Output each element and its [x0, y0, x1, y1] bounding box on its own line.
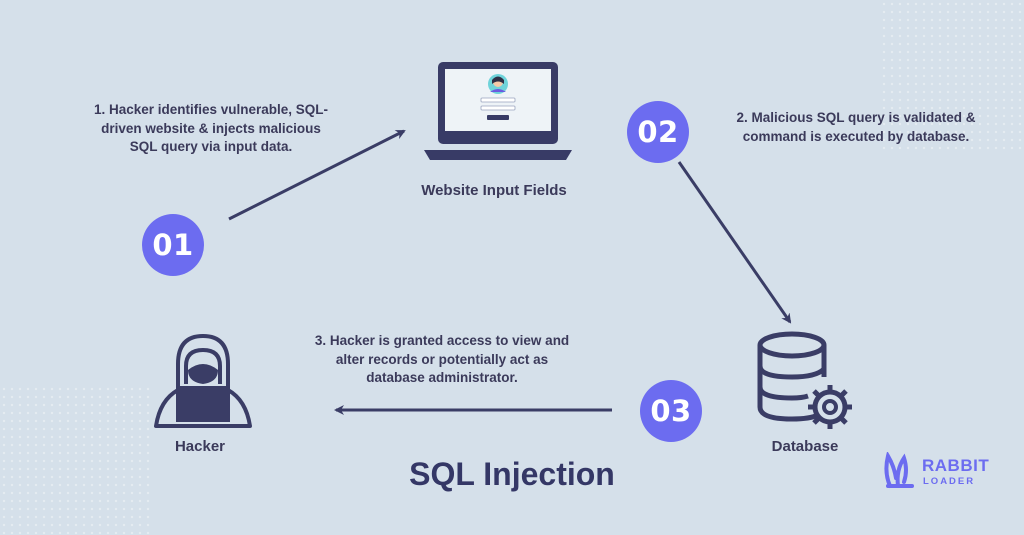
brand-subtitle: LOADER [923, 476, 976, 487]
arrow-hacker-to-website [228, 129, 406, 221]
hacker-icon [154, 334, 252, 428]
brand-name: RABBIT [922, 456, 990, 475]
diagram-title: SQL Injection [409, 456, 615, 492]
step-2-description: 2. Malicious SQL query is validated & co… [718, 109, 994, 146]
step-badge-01: 01 [142, 214, 204, 276]
dot-pattern-decoration [880, 0, 1024, 150]
website-label: Website Input Fields [421, 182, 567, 199]
step-2-line: 2. Malicious SQL query is validated & [736, 110, 976, 125]
step-1-line: SQL query via input data. [129, 139, 293, 154]
step-3-line: alter records or potentially act as [335, 351, 549, 367]
arrow-website-to-database [677, 161, 792, 324]
step-badge-03: 03 [640, 380, 702, 442]
step-1-description: 1. Hacker identifies vulnerable, SQL- dr… [66, 101, 356, 157]
database-icon [757, 331, 852, 429]
step-2-line: command is executed by database. [742, 128, 970, 144]
dot-pattern-decoration [0, 385, 150, 535]
rabbit-icon [884, 452, 914, 488]
step-1-line: driven website & injects malicious [101, 120, 321, 136]
hacker-label: Hacker [174, 438, 226, 455]
rabbit-loader-logo: RABBIT LOADER [882, 452, 992, 492]
step-3-description: 3. Hacker is granted access to view and … [292, 332, 592, 388]
step-badge-02: 02 [627, 101, 689, 163]
step-3-line: database administrator. [366, 370, 518, 385]
laptop-icon [424, 62, 572, 160]
step-3-line: 3. Hacker is granted access to view and [314, 333, 570, 348]
step-1-line: 1. Hacker identifies vulnerable, SQL- [93, 102, 329, 117]
database-label: Database [771, 438, 839, 455]
